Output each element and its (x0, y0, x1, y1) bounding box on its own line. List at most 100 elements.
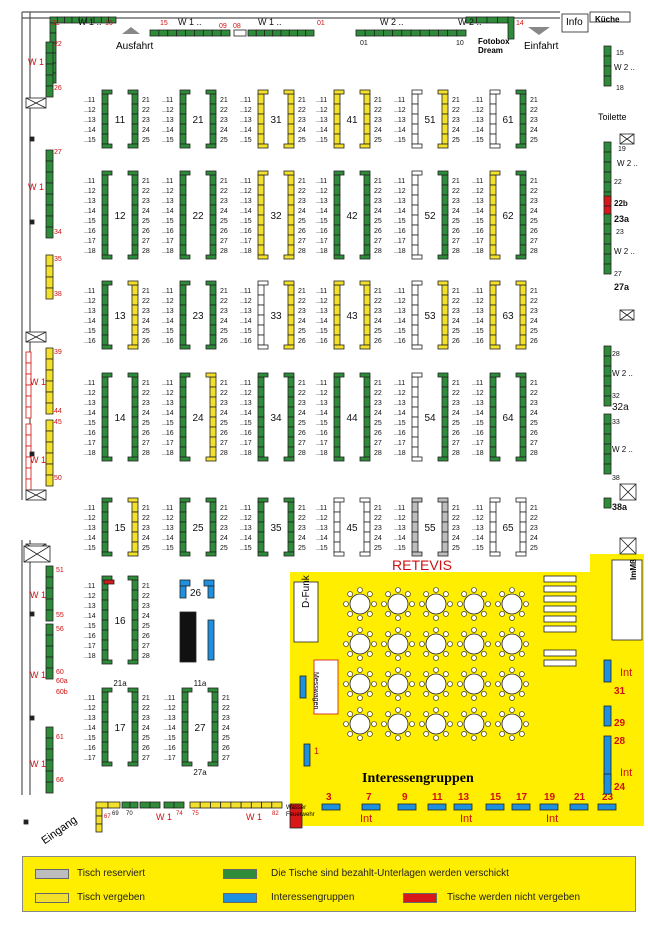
block-number: 32 (270, 211, 282, 222)
row-number-left: ..16 (316, 338, 328, 345)
table-block-64 (489, 386, 497, 398)
row-number-right: 26 (142, 745, 150, 752)
table-block-16 (131, 579, 139, 591)
round-table-chair (471, 707, 477, 713)
row-number-left: ..16 (84, 228, 96, 235)
row-number-left: ..11 (162, 288, 173, 295)
row-number-left: ..16 (84, 745, 96, 752)
row-number-left: ..12 (316, 390, 328, 397)
top-table (447, 29, 458, 37)
row-number-left: ..16 (316, 430, 328, 437)
row-number-right: 24 (142, 410, 150, 417)
round-table-chair (347, 611, 353, 617)
table-block-27 (181, 691, 189, 703)
right-wall-table (603, 355, 612, 367)
table-block-52 (441, 204, 449, 216)
table-block-43 (333, 280, 345, 286)
row-number-right: 22 (222, 705, 230, 712)
bottom-row-table (189, 801, 201, 809)
table-block-31 (257, 89, 269, 95)
einfahrt-arrow (528, 27, 550, 35)
left-wall-table (45, 182, 54, 195)
row-number-left: ..13 (162, 308, 174, 315)
table-block-44 (333, 436, 341, 448)
table-block-53 (441, 284, 449, 296)
row-number-right: 27 (142, 440, 150, 447)
round-table (425, 633, 447, 655)
bottom-row-table (210, 801, 222, 809)
table-block-31 (257, 113, 265, 125)
left-wall-number: 56 (56, 626, 64, 633)
table-block-45 (359, 497, 371, 503)
table-block-35 (283, 551, 295, 557)
round-table-chair (367, 631, 373, 637)
row-number-left: ..11 (316, 178, 327, 185)
round-table-chair (347, 651, 353, 657)
table-block-22 (209, 194, 217, 206)
round-table-chair (495, 721, 501, 727)
row-number-right: 22 (374, 298, 382, 305)
table-block-53 (411, 334, 419, 346)
table-block-52 (441, 224, 449, 236)
round-table-chair (499, 611, 505, 617)
table-block-14 (101, 396, 109, 408)
table-block-54 (441, 386, 449, 398)
row-number-right: 25 (142, 735, 150, 742)
row-number-right: 23 (374, 308, 382, 315)
row-number-right: 24 (530, 127, 538, 134)
table-block-44 (359, 456, 371, 462)
int-label: Int (460, 813, 472, 825)
info-box (561, 13, 589, 33)
table-block-62 (489, 224, 497, 236)
row-number-left: ..18 (316, 450, 328, 457)
table-block-13 (101, 334, 109, 346)
table-block-63 (519, 304, 527, 316)
round-table (387, 713, 409, 735)
legend-swatch-reserviert (35, 869, 69, 879)
left-wall-table (45, 149, 54, 162)
table-block-12 (131, 184, 139, 196)
row-number-right: 23 (374, 117, 382, 124)
table-block-43 (333, 324, 341, 336)
left-wall-number: 22 (54, 41, 62, 48)
table-block-34 (287, 416, 295, 428)
left-wall-table (45, 369, 54, 382)
table-block-27 (207, 761, 219, 767)
round-table-chair (367, 611, 373, 617)
row-number-left: ..15 (240, 137, 252, 144)
round-table-chair (381, 681, 387, 687)
round-table-chair (395, 655, 401, 661)
table-block-12 (101, 234, 109, 246)
table-block-52 (411, 254, 423, 260)
table-block-51 (411, 103, 419, 115)
round-table-chair (423, 671, 429, 677)
table-block-22 (179, 204, 187, 216)
table-block-61 (515, 143, 527, 149)
left-wall-table (45, 645, 54, 658)
round-table-chair (523, 721, 529, 727)
round-table (463, 593, 485, 615)
round-table-chair (371, 601, 377, 607)
table-block-23 (209, 334, 217, 346)
row-number-right: 22 (298, 390, 306, 397)
row-number-right: 24 (374, 127, 382, 134)
table-block-22 (205, 170, 217, 176)
table-block-65 (489, 541, 497, 553)
row-number-right: 23 (298, 400, 306, 407)
right-wall-label: W 2 .. (614, 247, 635, 256)
bottom-row-label: W 1 (156, 812, 172, 822)
bottom-row-table (139, 801, 151, 809)
table-block-13 (127, 344, 139, 350)
row-number-right: 21 (374, 380, 382, 387)
row-number-right: 27 (142, 238, 150, 245)
row-number-left: ..15 (162, 420, 174, 427)
table-block-33 (257, 304, 265, 316)
row-number-left: ..14 (240, 208, 252, 215)
table-block-16 (131, 649, 139, 661)
row-number-right: 21 (142, 695, 150, 702)
row-number-right: 24 (222, 725, 230, 732)
row-number-left: ..18 (84, 653, 96, 660)
row-number-left: ..13 (162, 525, 174, 532)
table-block-16 (101, 649, 109, 661)
